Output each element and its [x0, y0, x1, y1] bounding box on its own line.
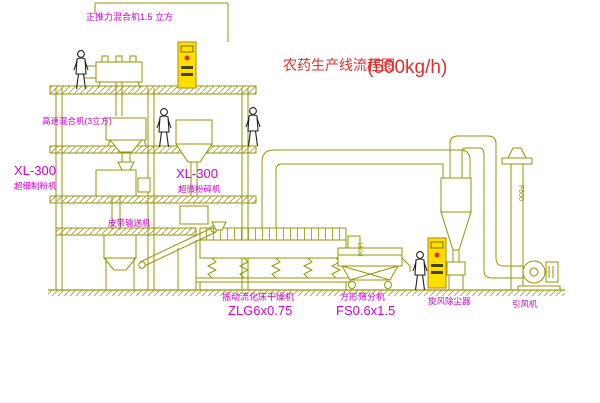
- control-cabinet-right: [427, 237, 447, 289]
- exhaust-duct: [261, 149, 471, 228]
- cabinet-indicator-light: [434, 252, 440, 258]
- stack-diameter-marking: F600: [517, 185, 524, 201]
- rotary-valve: [446, 261, 466, 276]
- cyclone-separator-machine: [440, 135, 523, 290]
- square-sieve-machine: [337, 235, 411, 289]
- roof-slab: [49, 85, 257, 95]
- person-figure: [412, 251, 428, 291]
- mixer-discharge-pipe: [115, 82, 123, 116]
- label-high-speed-mixer: 高速混合机(3立方): [42, 116, 112, 126]
- sieve-discharge: [401, 257, 411, 272]
- label-mill-center-name: 超微粉碎机: [178, 184, 221, 194]
- label-sieve-name: 方形筛分机: [340, 291, 385, 302]
- diagram-title: 农药生产线流程图: [283, 57, 395, 73]
- ground-line: [48, 289, 565, 296]
- label-fan: 引风机: [512, 299, 538, 309]
- diagram-title-capacity: (500kg/h): [367, 57, 447, 78]
- dryer-inlet: [211, 221, 227, 231]
- label-dryer-name: 振动流化床干燥机: [222, 291, 294, 302]
- mezzanine-slab: [55, 227, 197, 236]
- control-cabinet-top: [177, 41, 197, 89]
- cyclone-outlet-pipe: [449, 135, 523, 267]
- person-figure: [73, 50, 89, 90]
- sieve-feed-marking: 1500: [356, 242, 363, 257]
- floor-slab-2: [49, 145, 257, 154]
- high-speed-mixer-machine: [105, 117, 147, 164]
- building-column-left: [55, 88, 63, 290]
- mill-left-machine: [95, 161, 151, 230]
- mill-left-motor: [137, 177, 151, 193]
- induced-draft-fan-machine: [517, 260, 561, 291]
- top-mixer-machine: [83, 55, 143, 116]
- person-figure: [156, 108, 172, 148]
- ground-bin: [102, 234, 138, 290]
- label-sieve-model: FS0.6x1.5: [336, 303, 395, 318]
- floor-slab-3: [49, 195, 257, 204]
- mill-center-machine: [175, 119, 213, 225]
- label-mill-left-name: 超细制粉机: [14, 181, 57, 191]
- fan-motor: [545, 261, 559, 283]
- label-cyclone: 旋风除尘器: [428, 296, 471, 306]
- label-belt-conveyor: 皮带输送机: [108, 218, 151, 228]
- cabinet-indicator-light: [184, 55, 190, 61]
- mill-left-discharge: [111, 196, 121, 230]
- fluid-bed-dryer-machine: [195, 221, 359, 290]
- dryer-spring: [206, 257, 218, 279]
- overhead-line: [94, 2, 229, 42]
- label-mill-center-model: XL-300: [176, 166, 218, 181]
- label-top-mixer: 正推力混合机1.5 立方: [86, 11, 173, 22]
- label-dryer-model: ZLG6x0.75: [228, 303, 292, 318]
- label-mill-left-model: XL-300: [14, 163, 56, 178]
